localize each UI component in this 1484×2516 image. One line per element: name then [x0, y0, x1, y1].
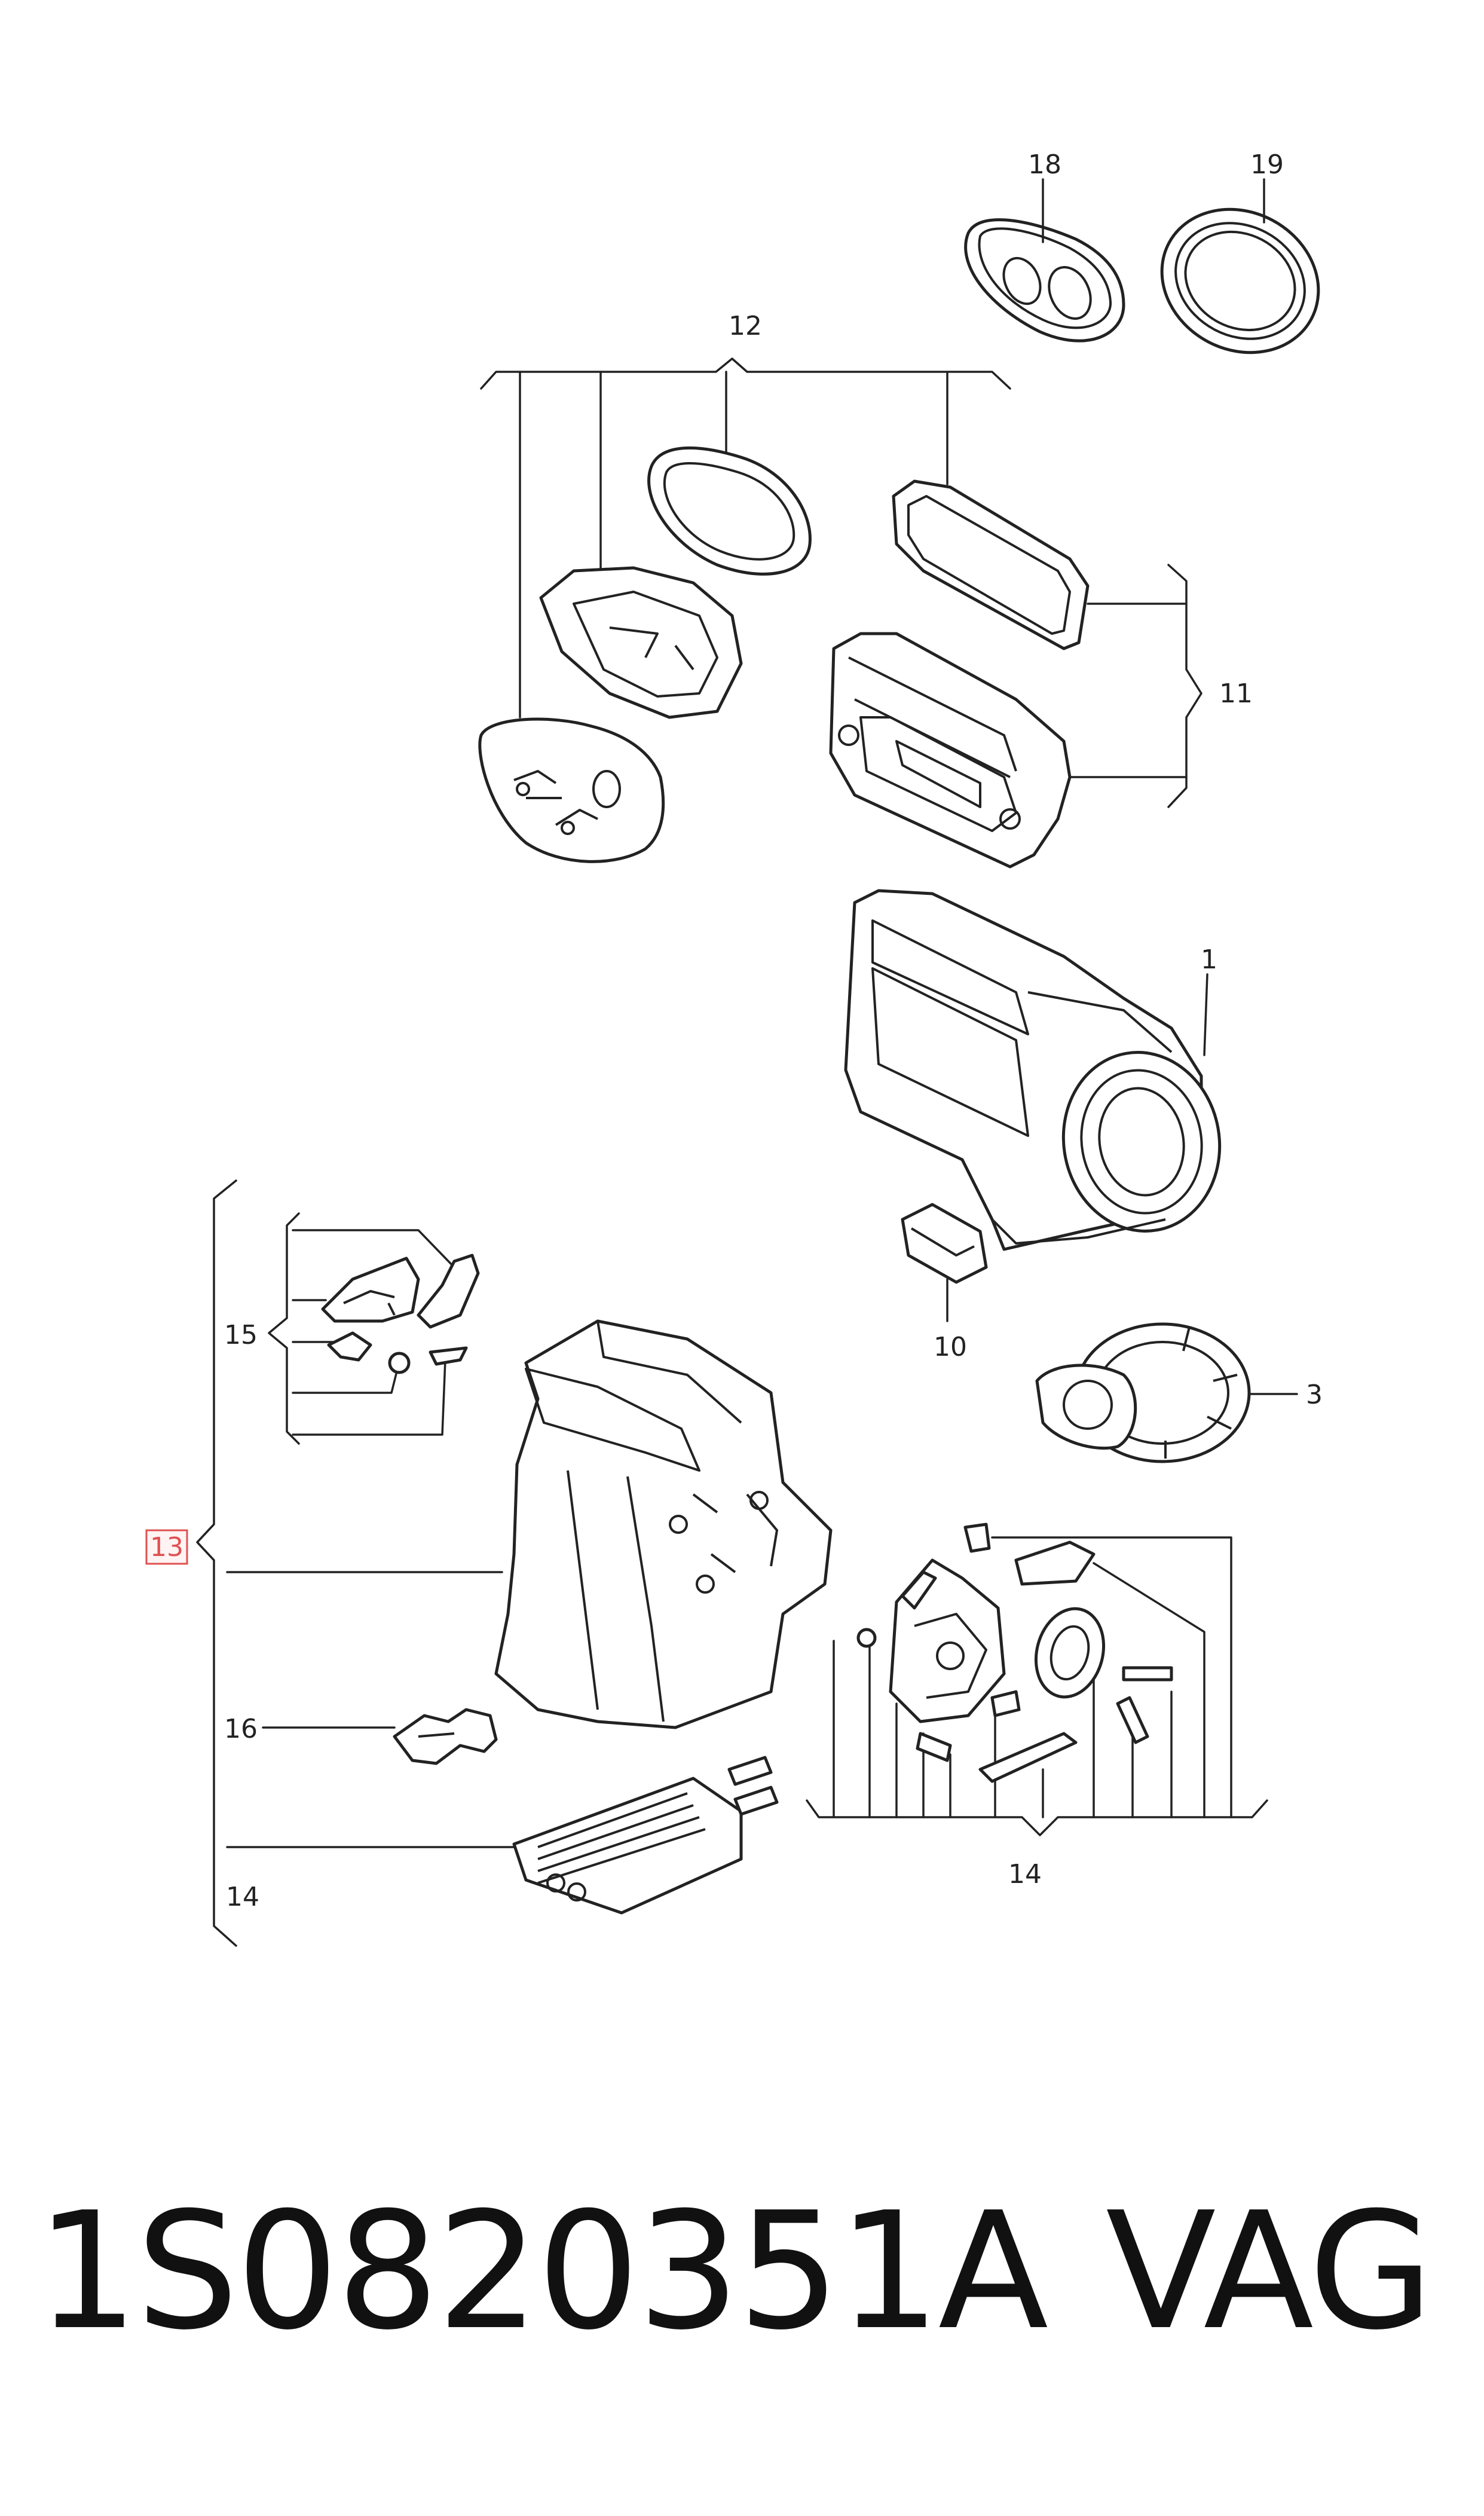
callout-10: 10	[934, 1332, 967, 1362]
part-13-heater-box	[494, 1319, 833, 1729]
part-12-rect-seal	[892, 479, 1090, 650]
part-1-blower-housing	[844, 889, 1222, 1251]
callout-11: 11	[1219, 678, 1253, 709]
part-12-seal-ring	[647, 446, 812, 576]
callout-13: 13	[150, 1532, 183, 1563]
part-number: 1S0820351A	[36, 2177, 1048, 2365]
brand-name: VAG	[1106, 2177, 1434, 2365]
part-11-filter-housing	[829, 632, 1072, 869]
callout-1: 1	[1201, 944, 1217, 975]
callout-14-left: 14	[226, 1882, 259, 1912]
part-14-heater-core	[512, 1756, 779, 1915]
part-18-gasket	[964, 218, 1125, 343]
part-16-clip	[393, 1708, 498, 1765]
part-19-oval-seal	[1160, 207, 1320, 354]
part-12-flap	[539, 566, 743, 719]
part-12-foam-pad	[478, 717, 665, 863]
callout-12: 12	[729, 311, 762, 341]
part-15-levers	[321, 1254, 480, 1374]
callout-18: 18	[1028, 149, 1061, 180]
callout-13-highlight	[145, 1529, 188, 1565]
callout-14-bottom: 14	[1008, 1859, 1042, 1890]
part-14-actuators	[856, 1523, 1173, 1783]
bracket-14-bottom	[806, 1536, 1268, 1836]
part-3-blower-motor	[1035, 1322, 1251, 1463]
leader-1	[1203, 973, 1208, 1056]
callout-19: 19	[1250, 149, 1284, 180]
part-10-resistor	[901, 1203, 988, 1284]
bracket-11	[1066, 564, 1203, 808]
bracket-15	[268, 1212, 455, 1445]
part-footer: 1S0820351A VAG	[36, 2158, 1458, 2385]
callout-3: 3	[1306, 1380, 1323, 1410]
bracket-12	[480, 357, 1011, 719]
bracket-13	[196, 1179, 237, 1947]
parts-diagram: 18 19 12 11 1 10 3 15 13 16 14 14	[145, 149, 1323, 1947]
callout-15: 15	[224, 1320, 258, 1350]
callout-16: 16	[224, 1714, 258, 1744]
